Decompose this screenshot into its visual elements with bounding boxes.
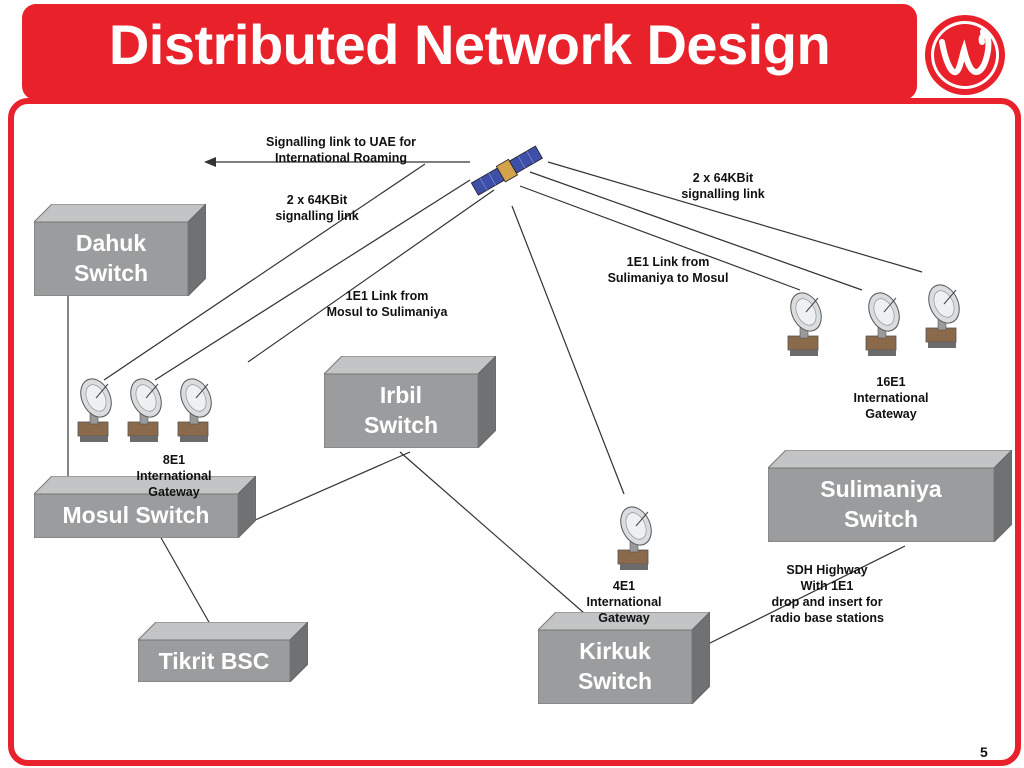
sdh-highway-label: SDH Highway With 1E1 drop and insert for…	[770, 563, 884, 625]
irbil-switch: Irbil Switch	[324, 356, 496, 448]
satellite-icon	[470, 145, 543, 196]
kirkuk-switch: Kirkuk Switch	[538, 612, 710, 704]
page-number: 5	[980, 744, 988, 760]
satellite-dish-icon	[862, 287, 906, 357]
tikrit-bsc: Tikrit BSC	[138, 622, 308, 682]
satellite-dish-icon	[124, 373, 168, 443]
w-logo-icon	[922, 12, 1008, 98]
mosul-gateway-label: 8E1 International Gateway	[136, 453, 212, 499]
satellite-dish-icon	[74, 373, 118, 443]
mosul-switch: Mosul Switch	[34, 476, 256, 538]
kirkuk-switch-label: Kirkuk Switch	[577, 638, 653, 694]
sulimaniya-gateway-label: 16E1 International Gateway	[853, 375, 929, 421]
connection-lines	[67, 161, 923, 649]
dahuk-switch-label: Dahuk Switch	[73, 230, 149, 286]
left-signalling-label: 2 x 64KBit signalling link	[275, 193, 359, 223]
kirkuk-gateway-label: 4E1 International Gateway	[586, 579, 662, 625]
satellite-dish-icon	[174, 373, 218, 443]
page-title: Distributed Network Design	[108, 13, 831, 76]
satellite-dish-icon	[922, 279, 966, 349]
sulimaniya-switch: Sulimaniya Switch	[768, 450, 1012, 542]
satellite-dish-icon	[614, 501, 658, 571]
tikrit-bsc-label: Tikrit BSC	[158, 648, 270, 674]
sulimaniya-switch-label: Sulimaniya Switch	[820, 476, 942, 532]
mosul-to-sulimaniya-label: 1E1 Link from Mosul to Sulimaniya	[326, 289, 448, 319]
arrow-head	[204, 157, 216, 167]
right-signalling-label: 2 x 64KBit signalling link	[681, 171, 765, 201]
uae-link-label: Signalling link to UAE for International…	[266, 135, 416, 165]
mosul-switch-label: Mosul Switch	[62, 502, 210, 528]
title-bar: Distributed Network Design	[22, 4, 917, 100]
dahuk-switch: Dahuk Switch	[34, 204, 206, 296]
sulimaniya-to-mosul-label: 1E1 Link from Sulimaniya to Mosul	[607, 255, 729, 285]
satellite-dish-icon	[784, 287, 828, 357]
irbil-switch-label: Irbil Switch	[363, 382, 439, 438]
